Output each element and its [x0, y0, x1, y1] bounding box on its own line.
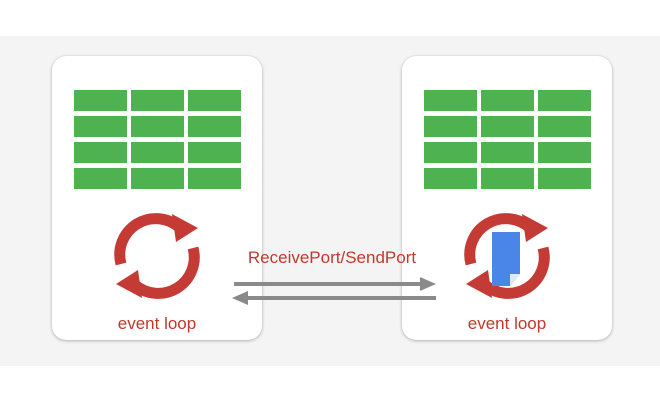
right-event-loop-icon	[464, 213, 550, 299]
grid-cell	[481, 116, 534, 137]
grid-cell	[131, 116, 184, 137]
message-arrows	[232, 277, 436, 305]
left-event-loop-label: event loop	[117, 314, 197, 333]
document-icon	[492, 232, 520, 286]
arrow-right-icon	[234, 277, 436, 291]
right-event-loop-label: event loop	[467, 314, 547, 333]
grid-cell	[188, 116, 241, 137]
grid-cell	[424, 142, 477, 163]
right-isolate-card: event loop	[402, 56, 612, 340]
arrow-left-icon	[232, 291, 436, 305]
grid-cell	[131, 168, 184, 189]
grid-cell	[188, 168, 241, 189]
grid-cell	[74, 116, 127, 137]
grid-cell	[538, 90, 591, 111]
left-memory-grid	[74, 90, 241, 189]
grid-cell	[538, 116, 591, 137]
grid-cell	[74, 168, 127, 189]
grid-cell	[188, 142, 241, 163]
grid-cell	[481, 142, 534, 163]
grid-cell	[538, 142, 591, 163]
left-event-loop-icon	[114, 213, 200, 299]
grid-cell	[74, 142, 127, 163]
grid-cell	[424, 116, 477, 137]
grid-cell	[481, 90, 534, 111]
grid-cell	[538, 168, 591, 189]
channel-label: ReceivePort/SendPort	[247, 248, 417, 267]
grid-cell	[424, 168, 477, 189]
left-isolate-card: event loop	[52, 56, 262, 340]
right-memory-grid	[424, 90, 591, 189]
grid-cell	[131, 90, 184, 111]
grid-cell	[424, 90, 477, 111]
grid-cell	[131, 142, 184, 163]
grid-cell	[481, 168, 534, 189]
grid-cell	[74, 90, 127, 111]
grid-cell	[188, 90, 241, 111]
